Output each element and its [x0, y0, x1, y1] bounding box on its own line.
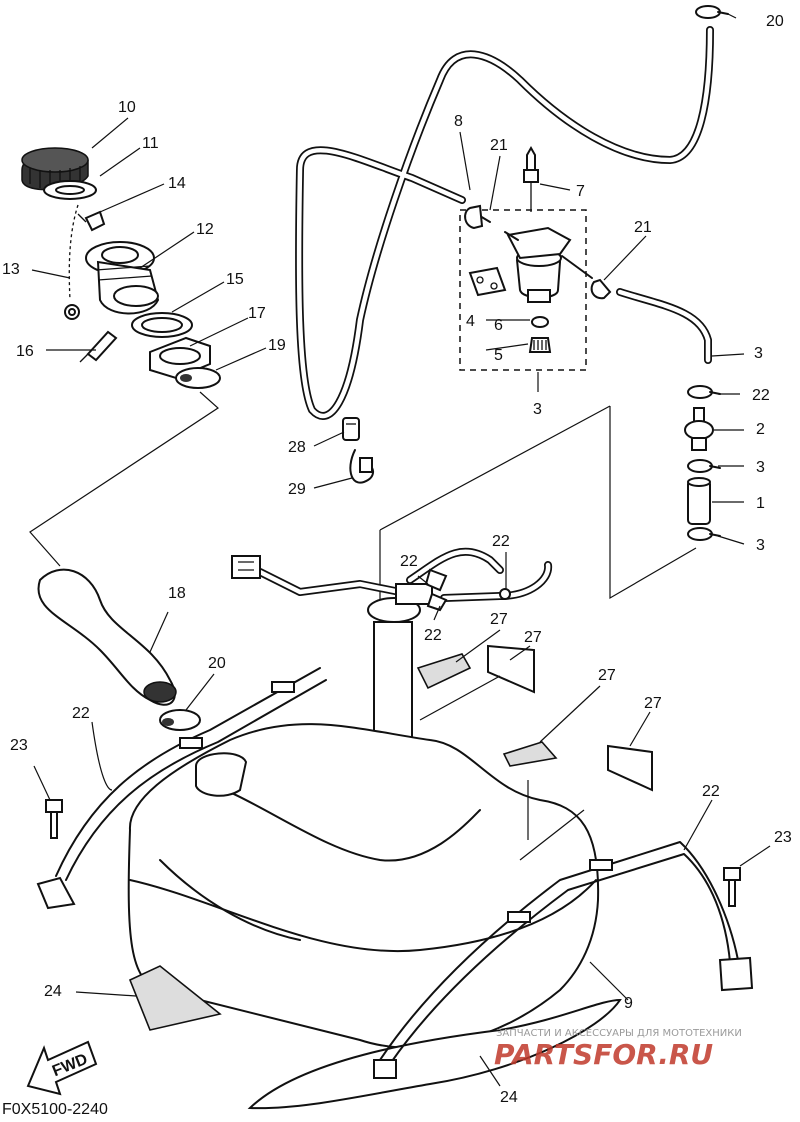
- gasket-13: [43, 180, 97, 200]
- callout-25: 24: [500, 1089, 518, 1106]
- callout-18: 16: [16, 343, 34, 360]
- callout-7: 5: [494, 347, 503, 364]
- callout-16: 14: [168, 175, 186, 192]
- callout-10: 8: [454, 113, 463, 130]
- pad-27-d: [607, 744, 653, 792]
- callout-22-filter-right: 21: [634, 219, 652, 236]
- diagram-code: F0X5100-2240: [2, 1101, 108, 1117]
- callout-26: 24: [44, 983, 62, 1000]
- callout-5: 3: [533, 401, 542, 418]
- callout-20: 18: [168, 585, 186, 602]
- callout-23-left: 22: [72, 705, 90, 722]
- callout-21-upper: 19: [268, 337, 286, 354]
- callout-21-lower: 20: [208, 655, 226, 672]
- callout-6: 4: [466, 313, 475, 330]
- callout-24-right: 23: [774, 829, 792, 846]
- callout-14: 12: [196, 221, 214, 238]
- hose-clamp-22-top: [695, 5, 729, 19]
- callout-17: 15: [226, 271, 244, 288]
- fuel-pump-unit: [231, 405, 697, 780]
- callout-28: 28: [288, 439, 306, 456]
- callout-22-pump-b: 22: [492, 533, 510, 550]
- watermark-subtitle: ЗАПЧАСТИ И АКСЕССУАРЫ ДЛЯ МОТОТЕХНИКИ: [496, 1028, 742, 1039]
- callout-19: 17: [248, 305, 266, 322]
- fuel-cap-12: [21, 147, 89, 191]
- callout-27-c: 27: [598, 667, 616, 684]
- cap-strap-15: [64, 204, 80, 320]
- callout-2-visible: 2: [756, 421, 765, 438]
- callout-11: 9: [624, 995, 633, 1012]
- joint-2: [684, 407, 714, 451]
- hose-clamp-22-filter-left: [464, 204, 484, 230]
- callout-22-pump-c: 22: [424, 627, 442, 644]
- bolt-9: [523, 145, 539, 212]
- callout-4: 3: [754, 345, 763, 362]
- callout-24-left: 23: [10, 737, 28, 754]
- callout-27-d-visible: 27: [644, 695, 662, 712]
- fuel-hose-4: [616, 288, 712, 364]
- callout-15: 13: [2, 261, 20, 278]
- callout-9: 7: [576, 183, 585, 200]
- callout-3-a: 3: [756, 459, 765, 476]
- fwd-arrow: FWD: [26, 1040, 98, 1096]
- breather-hose-10: [295, 26, 714, 420]
- callout-3-b: 3: [756, 537, 765, 554]
- gasket-17: [131, 312, 193, 338]
- callout-1: 1: [756, 495, 765, 512]
- callout-22-pump-a: 22: [400, 553, 418, 570]
- strap-23-right: [373, 841, 754, 1079]
- pad-27-c: [502, 741, 558, 767]
- hose-clamp-22-filter-right: [590, 278, 612, 300]
- bolt-24-right: [723, 867, 741, 907]
- filler-hose-20: [37, 568, 177, 706]
- filler-neck-14: [85, 241, 160, 315]
- watermark-logo: PARTSFOR.RU: [494, 1038, 713, 1071]
- fuel-tank-11: [127, 723, 622, 1110]
- callout-labels: 10 11 14 12 13 15 16 17 19 8 21 7 21 20 …: [2, 13, 792, 1106]
- strap-23-left: [36, 667, 327, 910]
- pad-27-a: [416, 653, 472, 690]
- clip-28: [342, 417, 360, 441]
- callout-22-right: 22: [752, 387, 770, 404]
- callout-labels-extra: 3 3 3 27: [644, 459, 765, 712]
- callout-23-right: 22: [702, 783, 720, 800]
- clamp-3-lower: [687, 527, 721, 541]
- watermark: ЗАПЧАСТИ И АКСЕССУАРЫ ДЛЯ МОТОТЕХНИКИ PA…: [494, 1028, 742, 1071]
- fuel-filter-assembly: [459, 209, 593, 371]
- callout-12: 10: [118, 99, 136, 116]
- callout-8: 6: [494, 317, 503, 334]
- clamp-21-lower: [159, 709, 201, 731]
- hose-1: [687, 477, 711, 525]
- screw-16: [77, 210, 106, 232]
- clamp-21-upper: [175, 367, 221, 389]
- clamp-3-upper: [687, 459, 721, 473]
- band-29: [349, 449, 375, 484]
- callout-27-a: 27: [490, 611, 508, 628]
- callout-13: 11: [142, 135, 159, 152]
- callout-22-filter-left: 21: [490, 137, 508, 154]
- leader-lines: [31, 13, 771, 1087]
- bolt-24-left: [45, 799, 63, 839]
- callout-29: 29: [288, 481, 306, 498]
- callout-27-b: 27: [524, 629, 542, 646]
- hose-clamp-22-right: [687, 385, 721, 399]
- callout-22-top: 20: [766, 13, 784, 30]
- pad-27-b: [487, 644, 535, 694]
- bolt-18: [79, 330, 118, 363]
